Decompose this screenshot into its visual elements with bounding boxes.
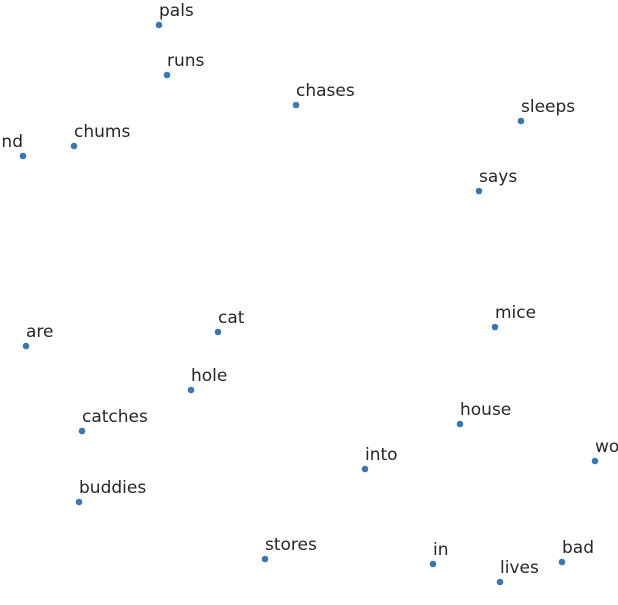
points-layer (19, 21, 599, 586)
point-label: stores (265, 535, 317, 555)
scatter-point (19, 152, 27, 160)
scatter-point (292, 101, 300, 109)
point-label: hole (191, 366, 227, 386)
scatter-point (456, 420, 464, 428)
scatter-point (163, 71, 171, 79)
scatter-point (70, 142, 78, 150)
point-label: wo (595, 437, 618, 457)
point-label: bad (562, 538, 594, 558)
scatter-point (591, 457, 599, 465)
point-label: in (433, 540, 449, 560)
scatter-point (75, 498, 83, 506)
point-label: catches (82, 407, 148, 427)
scatter-point (361, 465, 369, 473)
point-label: mice (495, 303, 536, 323)
point-label: says (479, 167, 517, 187)
scatter-point (491, 323, 499, 331)
scatter-point (261, 555, 269, 563)
point-label: chases (296, 81, 355, 101)
scatter-point (187, 386, 195, 394)
point-label: are (26, 322, 54, 342)
point-label: chums (74, 122, 130, 142)
point-label: lives (500, 558, 539, 578)
scatter-point (496, 578, 504, 586)
point-label: cat (218, 308, 245, 328)
scatter-point (558, 558, 566, 566)
point-label: pals (159, 1, 194, 21)
point-label: buddies (79, 478, 146, 498)
scatter-point (22, 342, 30, 350)
labels-layer: pals runs chases sleeps chums nd says mice cat ar… (1, 1, 618, 578)
point-label: runs (167, 51, 205, 71)
scatter-point (517, 117, 525, 125)
point-label: house (460, 400, 511, 420)
scatter-point (429, 560, 437, 568)
scatter-point (78, 427, 86, 435)
point-label: sleeps (521, 97, 575, 117)
scatter-point (214, 328, 222, 336)
point-label: nd (1, 132, 23, 152)
scatter-point (475, 187, 483, 195)
scatter-point (155, 21, 163, 29)
point-label: into (365, 445, 398, 465)
